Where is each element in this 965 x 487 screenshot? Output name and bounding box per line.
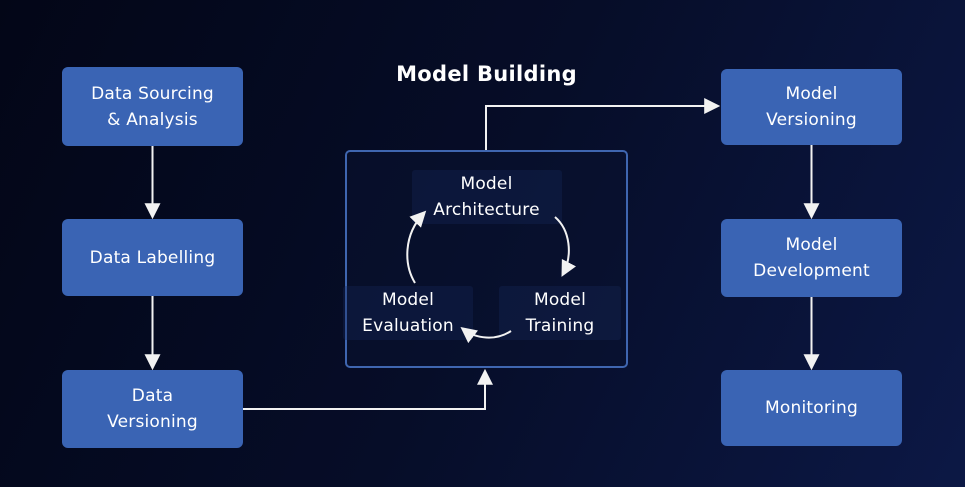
cycle-node-model-evaluation: Model Evaluation [343, 286, 473, 340]
node-model-development: Model Development [721, 219, 902, 297]
cycle-node-model-training: Model Training [499, 286, 621, 340]
cycle-node-model-architecture: Model Architecture [411, 170, 562, 224]
node-monitoring: Monitoring [721, 370, 902, 446]
model-building-cycle-box: Model Architecture Model Training Model … [343, 150, 628, 368]
node-data-labelling: Data Labelling [62, 219, 243, 296]
arrow-data-versioning-to-model-building [243, 368, 493, 410]
arrow-model-building-to-model-versioning [485, 98, 721, 150]
node-model-versioning: Model Versioning [721, 69, 902, 145]
model-building-title: Model Building [396, 62, 577, 86]
node-data-versioning: Data Versioning [62, 370, 243, 448]
node-data-sourcing-analysis: Data Sourcing & Analysis [62, 67, 243, 146]
